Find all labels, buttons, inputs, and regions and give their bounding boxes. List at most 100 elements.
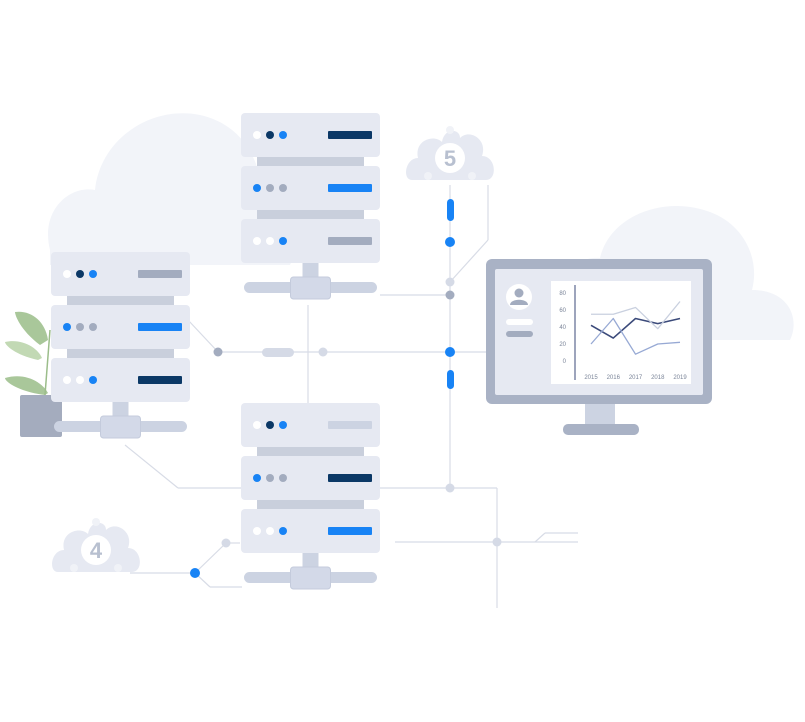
x-tick-label: 2017 bbox=[629, 375, 643, 381]
server-connector bbox=[100, 415, 141, 439]
badge-4: 4 bbox=[52, 518, 140, 572]
status-led bbox=[89, 270, 97, 278]
status-led bbox=[253, 184, 261, 192]
profile-text-line bbox=[506, 319, 533, 325]
server-indicator-bar bbox=[138, 376, 182, 384]
status-led bbox=[76, 376, 84, 384]
status-led bbox=[266, 184, 274, 192]
server-indicator-bar bbox=[328, 421, 372, 429]
status-led bbox=[63, 323, 71, 331]
server-rack-gap bbox=[257, 447, 364, 456]
server-rack-gap bbox=[257, 157, 364, 166]
server-unit bbox=[51, 305, 190, 349]
status-led bbox=[253, 474, 261, 482]
server-indicator-bar bbox=[328, 131, 372, 139]
status-led bbox=[266, 527, 274, 535]
status-led bbox=[279, 474, 287, 482]
server-panel bbox=[241, 113, 380, 157]
status-led bbox=[253, 131, 261, 139]
node-active bbox=[190, 568, 200, 578]
link-dash-active bbox=[447, 370, 454, 389]
node bbox=[318, 347, 328, 357]
server-indicator-bar bbox=[328, 237, 372, 245]
node-active bbox=[445, 237, 455, 247]
series-line-3 bbox=[590, 317, 681, 355]
badge-label: 4 bbox=[90, 538, 103, 563]
server-bottom bbox=[241, 403, 380, 590]
chart-panel bbox=[551, 281, 691, 384]
status-led bbox=[76, 270, 84, 278]
profile-text-line bbox=[506, 331, 533, 337]
status-led bbox=[279, 184, 287, 192]
server-rack-gap bbox=[257, 500, 364, 509]
server-connector bbox=[290, 566, 331, 590]
server-panel bbox=[241, 403, 380, 447]
node bbox=[445, 290, 455, 300]
leaf-icon bbox=[15, 311, 48, 345]
node bbox=[213, 347, 223, 357]
series-line-1 bbox=[590, 317, 681, 339]
server-panel bbox=[241, 219, 380, 263]
node bbox=[221, 538, 231, 548]
leaf-icon bbox=[5, 341, 42, 360]
server-unit bbox=[241, 403, 380, 447]
status-led bbox=[266, 474, 274, 482]
server-left bbox=[51, 252, 190, 439]
status-led bbox=[89, 376, 97, 384]
link-dash-active bbox=[447, 199, 454, 221]
server-rack-gap bbox=[257, 210, 364, 219]
server-panel bbox=[241, 166, 380, 210]
status-led bbox=[89, 323, 97, 331]
status-led bbox=[76, 323, 84, 331]
status-led bbox=[266, 131, 274, 139]
monitor-stand-base bbox=[563, 424, 639, 435]
link-dash bbox=[262, 348, 294, 357]
server-indicator-bar bbox=[328, 474, 372, 482]
series-line-2 bbox=[591, 301, 681, 330]
server-unit bbox=[51, 358, 190, 402]
server-unit bbox=[241, 113, 380, 157]
y-tick-label: 40 bbox=[559, 325, 566, 331]
status-led bbox=[279, 527, 287, 535]
plant-pot bbox=[20, 395, 62, 437]
server-indicator-bar bbox=[328, 527, 372, 535]
server-unit bbox=[241, 166, 380, 210]
node bbox=[445, 483, 455, 493]
connector-nodes bbox=[190, 199, 502, 578]
y-tick-label: 60 bbox=[559, 308, 566, 314]
status-led bbox=[279, 421, 287, 429]
x-tick-label: 2019 bbox=[673, 375, 687, 381]
server-panel bbox=[241, 509, 380, 553]
server-panel bbox=[51, 358, 190, 402]
server-unit bbox=[241, 456, 380, 500]
status-led bbox=[266, 237, 274, 245]
server-panel bbox=[241, 456, 380, 500]
status-led bbox=[253, 421, 261, 429]
server-unit bbox=[241, 219, 380, 263]
status-led bbox=[253, 527, 261, 535]
x-tick-label: 2016 bbox=[607, 375, 621, 381]
status-led bbox=[63, 270, 71, 278]
badge-5: 5 bbox=[406, 126, 494, 180]
node bbox=[445, 277, 455, 287]
server-top bbox=[241, 113, 380, 300]
server-panel bbox=[51, 252, 190, 296]
avatar-head bbox=[514, 288, 524, 298]
node-active bbox=[445, 347, 455, 357]
avatar-body bbox=[510, 299, 528, 305]
status-led bbox=[63, 376, 71, 384]
server-unit bbox=[51, 252, 190, 296]
server-rack-gap bbox=[67, 296, 174, 305]
monitor-stand-neck bbox=[585, 402, 615, 428]
servers bbox=[51, 113, 380, 590]
potted-plant bbox=[5, 305, 63, 437]
server-connector bbox=[290, 276, 331, 300]
server-rack-gap bbox=[67, 349, 174, 358]
cloud-left bbox=[48, 113, 294, 265]
y-tick-label: 80 bbox=[559, 291, 566, 297]
server-panel bbox=[51, 305, 190, 349]
status-led bbox=[279, 131, 287, 139]
y-tick-label: 0 bbox=[563, 359, 567, 365]
